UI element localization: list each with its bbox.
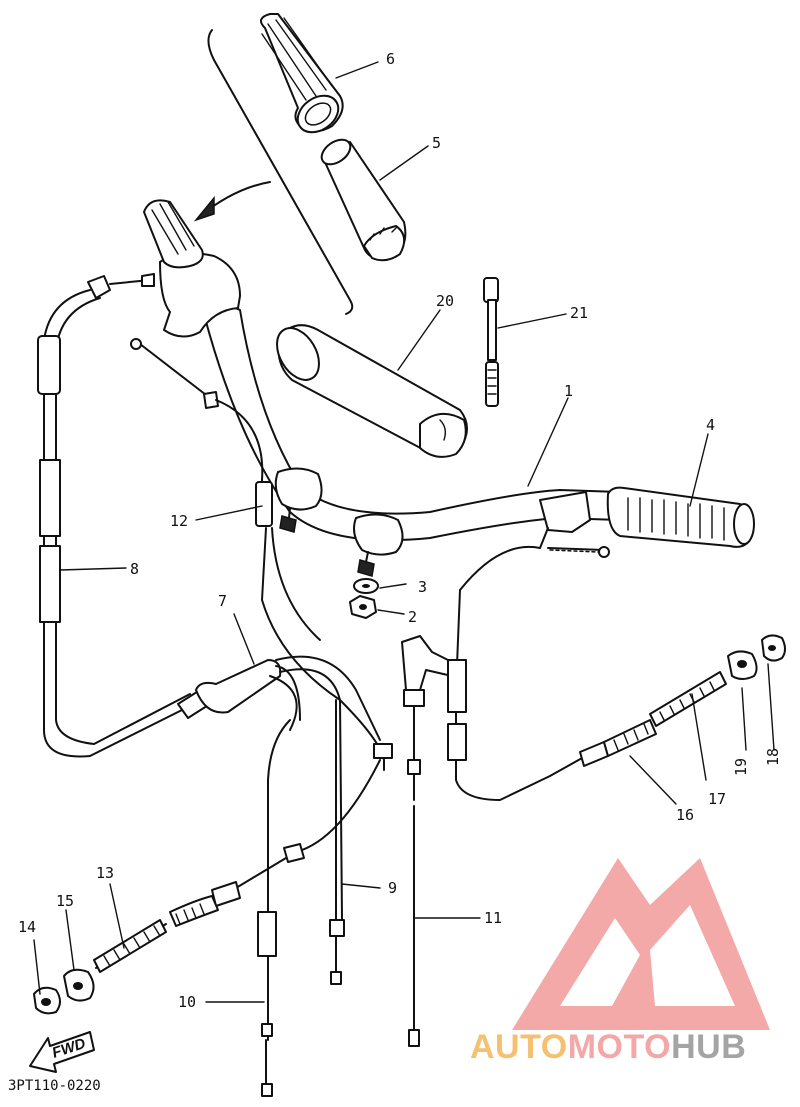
cable-part-7 xyxy=(195,655,381,921)
callout-2: 2 xyxy=(408,608,417,626)
cable-assembly-16 xyxy=(447,527,786,801)
watermark-part-1: AUTO xyxy=(470,1028,568,1066)
nut-part-2 xyxy=(349,595,377,619)
diagram-code: 3PT110-0220 xyxy=(8,1078,101,1094)
callout-7: 7 xyxy=(218,592,227,610)
callout-5: 5 xyxy=(432,134,441,152)
band-part-21 xyxy=(483,277,499,407)
cable-part-8 xyxy=(37,273,211,758)
callout-20: 20 xyxy=(436,292,454,310)
callout-18: 18 xyxy=(764,748,782,766)
handlebar-part-1 xyxy=(143,199,755,577)
callout-4: 4 xyxy=(706,416,715,434)
callout-9: 9 xyxy=(388,879,397,897)
cable-part-9 xyxy=(329,699,345,985)
callout-13: 13 xyxy=(96,864,114,882)
callout-21: 21 xyxy=(570,304,588,322)
callout-12: 12 xyxy=(170,512,188,530)
watermark-part-3: HUB xyxy=(671,1028,746,1066)
cable-assembly-13 xyxy=(33,759,381,1015)
fwd-arrow-icon: FWD xyxy=(29,1031,95,1073)
callout-19: 19 xyxy=(732,758,750,776)
cable-part-11 xyxy=(401,635,457,1047)
washer-part-3 xyxy=(353,578,379,594)
grip-part-20 xyxy=(276,324,468,458)
callout-8: 8 xyxy=(130,560,139,578)
watermark-text: AUTOMOTOHUB xyxy=(470,1028,746,1066)
cable-part-12 xyxy=(130,338,393,771)
callout-11: 11 xyxy=(484,909,502,927)
cable-part-10 xyxy=(257,719,291,1097)
inset-bracket xyxy=(193,29,354,315)
callout-3: 3 xyxy=(418,578,427,596)
leader-lines xyxy=(33,61,775,1003)
callout-15: 15 xyxy=(56,892,74,910)
callout-numbers: 6 5 20 21 1 4 12 8 7 3 2 19 18 17 16 13 … xyxy=(18,50,782,1011)
watermark-logo xyxy=(512,858,770,1030)
grip-part-6 xyxy=(260,13,344,134)
callout-17: 17 xyxy=(708,790,726,808)
callout-16: 16 xyxy=(676,806,694,824)
watermark-part-2: MOTO xyxy=(568,1028,671,1066)
svg-text:AUTOMOTOHUB: AUTOMOTOHUB xyxy=(470,1028,746,1066)
callout-10: 10 xyxy=(178,993,196,1011)
callout-1: 1 xyxy=(564,382,573,400)
sleeve-part-5 xyxy=(320,138,407,262)
callout-6: 6 xyxy=(386,50,395,68)
callout-14: 14 xyxy=(18,918,36,936)
